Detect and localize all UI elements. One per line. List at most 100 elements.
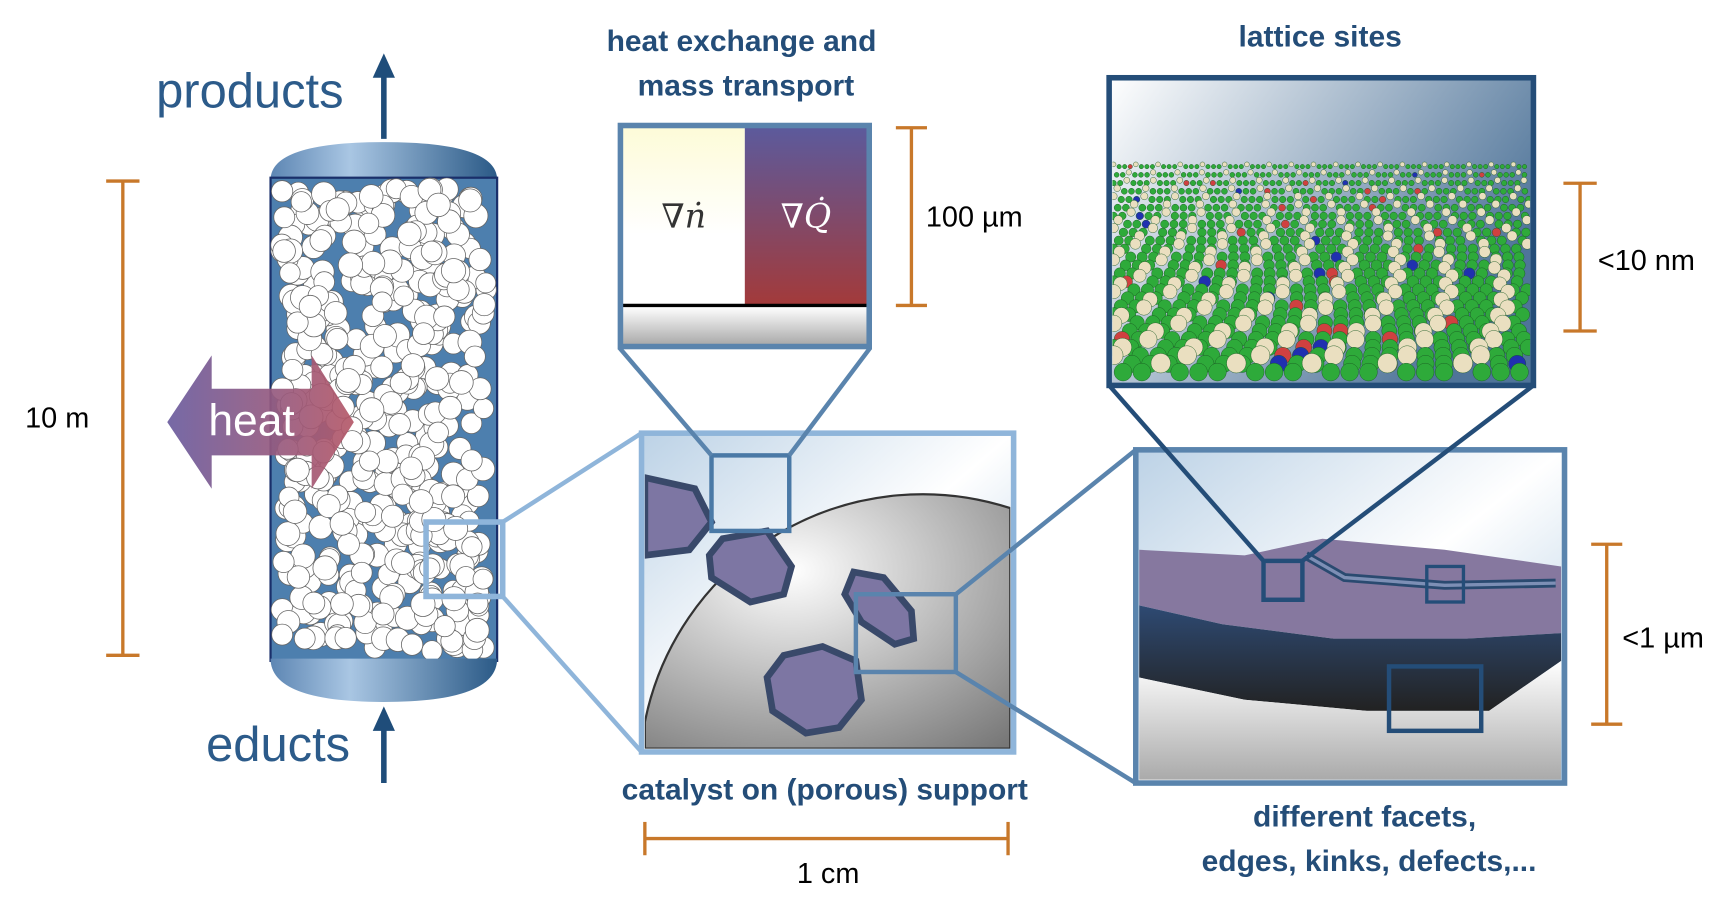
adsorbate-atom xyxy=(1506,230,1518,242)
lattice-atom xyxy=(1253,219,1262,229)
lattice-atom xyxy=(1433,211,1442,220)
adsorbate-atom xyxy=(1112,192,1118,201)
lattice-atom xyxy=(1138,164,1144,170)
lattice-atom xyxy=(1249,188,1257,195)
lattice-atom xyxy=(1242,188,1250,195)
packing-sphere xyxy=(438,395,463,420)
lattice-atom xyxy=(1401,219,1411,229)
packing-sphere xyxy=(286,565,311,589)
lattice-atom xyxy=(1442,227,1452,237)
lattice-atom xyxy=(1235,172,1242,178)
lattice-atom xyxy=(1344,203,1352,212)
adsorbate-atom xyxy=(1355,192,1364,201)
lattice-atom xyxy=(1205,211,1214,220)
lattice-atom xyxy=(1116,164,1122,170)
lattice-atom xyxy=(1162,172,1169,178)
lattice-atom xyxy=(1493,188,1500,195)
adsorbate-atom xyxy=(1410,215,1421,225)
adsorbate-atom xyxy=(1428,184,1436,192)
adsorbate-atom xyxy=(1476,207,1486,217)
packing-sphere xyxy=(381,504,405,528)
lattice-atom xyxy=(1460,172,1467,178)
adsorbate-atom xyxy=(1229,177,1236,184)
lattice-atom xyxy=(1122,164,1128,170)
lattice-atom xyxy=(1388,164,1394,170)
lattice-atom xyxy=(1471,195,1479,203)
lattice-atom xyxy=(1476,219,1485,229)
lattice-atom xyxy=(1245,203,1253,212)
lattice-atom xyxy=(1150,164,1155,170)
adsorbate-atom xyxy=(1466,169,1473,176)
lattice-atom xyxy=(1192,188,1200,195)
lattice-atom xyxy=(1135,188,1142,195)
adsorbate-atom xyxy=(1421,161,1428,168)
lattice-atom xyxy=(1483,203,1492,212)
lattice-atom xyxy=(1494,219,1504,229)
lattice-atom xyxy=(1325,227,1335,237)
adsorbate-atom xyxy=(1377,161,1383,168)
packing-sphere xyxy=(433,305,456,328)
lattice-atom xyxy=(1125,251,1137,263)
reactor-scale-label: 10 m xyxy=(25,403,89,435)
adsorbate-atom xyxy=(1187,222,1198,234)
reactor: products educts heat 10 m xyxy=(25,53,506,784)
adsorbate-atom xyxy=(1488,161,1494,168)
zoom-lines-transport xyxy=(617,346,873,457)
lattice-atom xyxy=(1285,227,1295,237)
adsorbate-atom xyxy=(1342,184,1350,192)
lattice-atom xyxy=(1409,195,1417,203)
lattice-atom xyxy=(1349,164,1355,170)
adsorbate-atom xyxy=(1429,314,1447,332)
packing-sphere xyxy=(391,551,415,575)
lattice-atom xyxy=(1473,172,1479,178)
lattice-atom xyxy=(1434,203,1443,212)
lattice-title: lattice sites xyxy=(1239,21,1402,54)
adsorbate-atom xyxy=(1285,184,1293,192)
lattice-atom xyxy=(1307,188,1314,195)
lattice-atom xyxy=(1275,227,1286,237)
adsorbate-atom xyxy=(1335,177,1342,184)
lattice-atom xyxy=(1246,362,1265,382)
lattice-atom xyxy=(1468,211,1477,220)
lattice-atom xyxy=(1474,180,1481,187)
lattice-atom xyxy=(1278,172,1284,178)
adsorbate-atom xyxy=(1260,238,1272,250)
adsorbate-atom xyxy=(1378,299,1395,316)
packing-sphere xyxy=(399,456,423,480)
lattice-atom xyxy=(1454,180,1461,187)
lattice-atom xyxy=(1281,219,1290,229)
lattice-atom xyxy=(1382,180,1388,187)
lattice-atom xyxy=(1183,180,1190,187)
packing-sphere xyxy=(371,602,395,626)
lattice-atom xyxy=(1513,219,1522,229)
lattice-atom xyxy=(1295,180,1302,187)
adsorbate-atom xyxy=(1324,192,1333,201)
adsorbate-atom xyxy=(1491,169,1497,176)
lattice-atom xyxy=(1238,235,1248,246)
adsorbate-atom xyxy=(1458,200,1468,209)
lattice-atom xyxy=(1442,188,1450,195)
lattice-atom xyxy=(1505,164,1511,170)
adsorbate-atom xyxy=(1308,177,1316,184)
lattice-atom xyxy=(1179,211,1188,220)
lattice-atom xyxy=(1369,243,1380,254)
support-zoom-square-side xyxy=(853,592,959,675)
lattice-atom xyxy=(1163,188,1171,195)
adsorbate-atom xyxy=(1393,169,1400,176)
packing-sphere xyxy=(282,499,308,524)
heat-label: heat xyxy=(208,396,295,445)
lattice-atom xyxy=(1269,180,1276,187)
packing-sphere xyxy=(441,484,466,509)
lattice-atom xyxy=(1450,203,1459,212)
adsorbate-atom xyxy=(1361,177,1369,184)
adsorbate-atom xyxy=(1387,284,1403,299)
adsorbate-atom xyxy=(1320,169,1327,176)
packing-sphere xyxy=(433,615,456,638)
lattice-atom xyxy=(1327,219,1337,229)
lattice-atom xyxy=(1233,164,1239,170)
lattice-atom xyxy=(1302,172,1309,178)
lattice-atom xyxy=(1455,235,1466,246)
adsorbate-atom xyxy=(1226,353,1247,374)
adsorbate-atom xyxy=(1520,177,1528,184)
